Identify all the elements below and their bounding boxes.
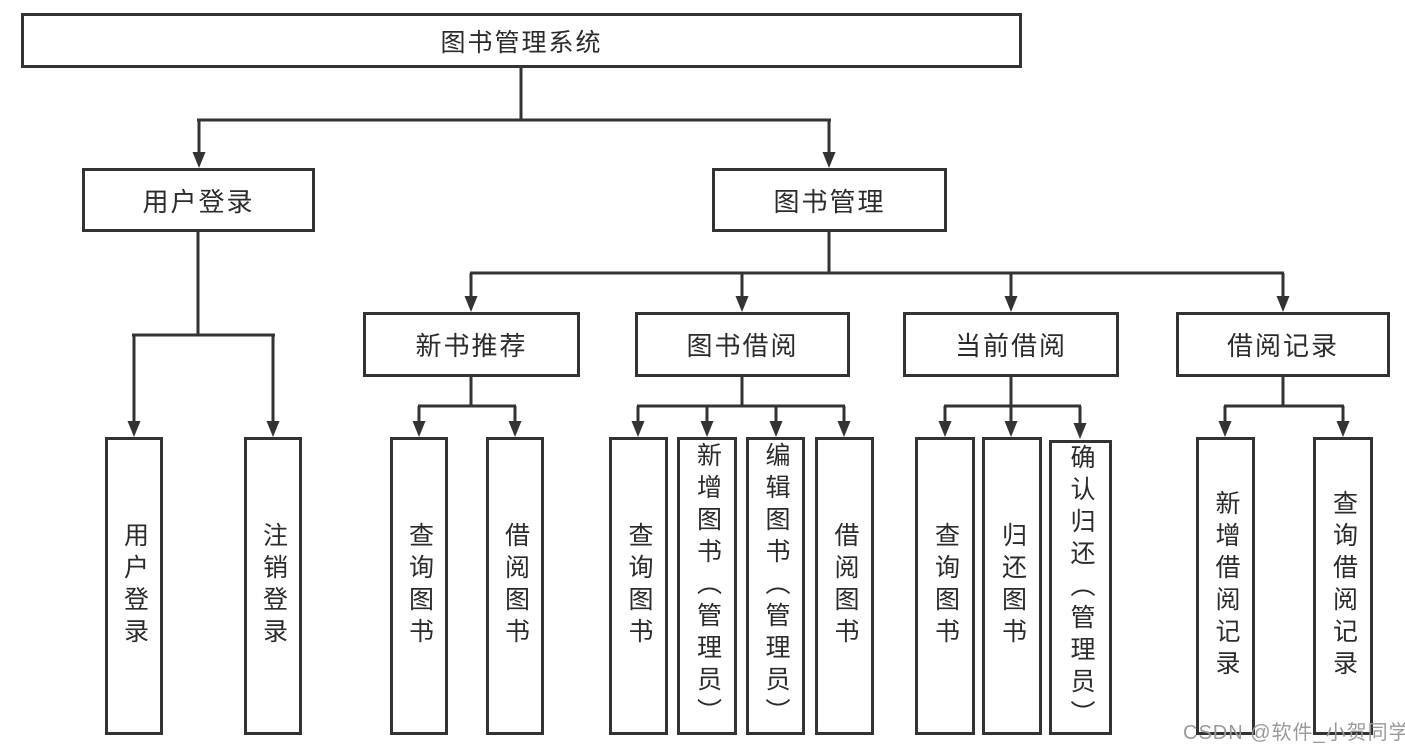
leaf-edit-books-admin: 编辑图书（管理员） — [746, 437, 805, 735]
node-label: 图书管理系统 — [440, 28, 603, 57]
csdn-watermark: CSDN @软件_小贺同学 — [1183, 722, 1405, 744]
node-label: 新增借阅记录 — [1212, 490, 1240, 682]
node-library-management-system: 图书管理系统 — [21, 13, 1022, 68]
leaf-query-books-recommend: 查询图书 — [390, 437, 448, 735]
node-label: 用户登录 — [142, 186, 255, 217]
leaf-confirm-return-admin: 确认归还（管理员） — [1049, 440, 1112, 735]
node-book-borrowing: 图书借阅 — [635, 312, 850, 377]
leaf-add-borrow-record: 新增借阅记录 — [1196, 437, 1255, 735]
node-label: 借阅记录 — [1226, 331, 1339, 361]
node-label: 借阅图书 — [501, 522, 530, 650]
node-current-borrowing: 当前借阅 — [903, 312, 1119, 377]
node-label: 注销登录 — [259, 522, 288, 650]
node-label: 查询图书 — [625, 522, 653, 650]
node-label: 查询图书 — [405, 522, 434, 650]
node-label: 图书借阅 — [686, 331, 799, 361]
node-new-book-recommendation: 新书推荐 — [363, 312, 580, 377]
node-label: 用户登录 — [120, 522, 149, 650]
leaf-borrow-books-recommend: 借阅图书 — [486, 437, 544, 735]
leaf-query-borrow-record: 查询借阅记录 — [1313, 437, 1373, 735]
leaf-return-books: 归还图书 — [982, 437, 1042, 735]
node-label: 借阅图书 — [831, 522, 859, 650]
node-label: 当前借阅 — [954, 331, 1067, 361]
leaf-query-books-borrowing: 查询图书 — [609, 437, 668, 735]
node-book-management: 图书管理 — [712, 168, 947, 232]
leaf-add-books-admin: 新增图书（管理员） — [677, 437, 737, 735]
node-label: 确认归还（管理员） — [1067, 443, 1095, 732]
node-label: 新书推荐 — [415, 331, 528, 361]
node-label: 编辑图书（管理员） — [762, 442, 790, 730]
node-borrowing-records: 借阅记录 — [1176, 312, 1390, 377]
node-label: 查询借阅记录 — [1329, 490, 1358, 682]
node-label: 查询图书 — [931, 522, 960, 650]
leaf-user-login: 用户登录 — [105, 437, 163, 735]
leaf-borrow-books: 借阅图书 — [815, 437, 874, 735]
node-label: 归还图书 — [998, 522, 1027, 650]
leaf-logout: 注销登录 — [244, 437, 302, 735]
leaf-query-books-current: 查询图书 — [915, 437, 975, 735]
node-label: 新增图书（管理员） — [693, 442, 722, 730]
node-label: 图书管理 — [773, 186, 886, 217]
node-user-login: 用户登录 — [82, 168, 315, 232]
